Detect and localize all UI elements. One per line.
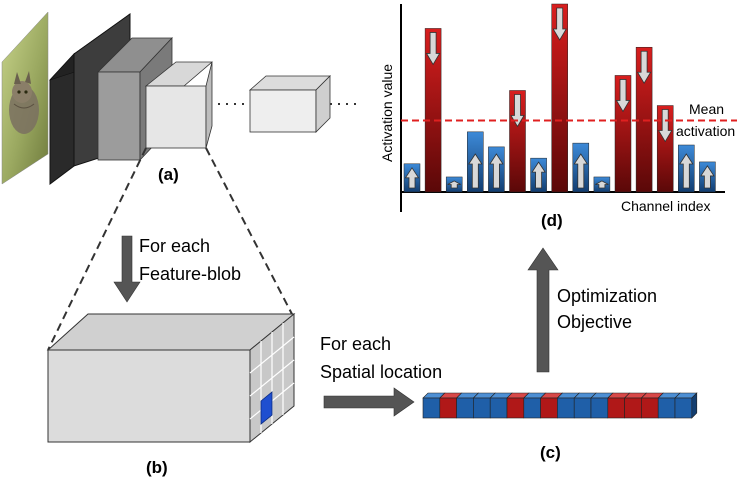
bar: [488, 146, 505, 193]
for-each-spatial-text-2: Spatial location: [320, 362, 442, 382]
arrow-down-icon: [657, 109, 673, 143]
arrow-down-icon: [636, 50, 652, 85]
arrow-up-icon: [489, 153, 504, 189]
vector-cell: [472, 392, 496, 419]
bar: [403, 163, 421, 193]
mean-label-2: activation: [676, 123, 735, 139]
spatial-location-cell: [260, 391, 273, 425]
arrow-up-icon: [595, 180, 609, 189]
label-c: (c): [540, 443, 561, 462]
for-each-feature-text-2: Feature-blob: [139, 264, 241, 284]
bar: [509, 90, 526, 193]
bar: [614, 75, 632, 193]
bar: [572, 142, 590, 193]
cnn-stack: [1, 11, 356, 185]
arrow-up-icon: [468, 153, 483, 189]
arrow-up-icon: [404, 167, 420, 189]
bar: [551, 3, 568, 193]
vector-cell: [455, 392, 480, 419]
feature-blob-arrow: [113, 235, 141, 303]
arrow-down-icon: [552, 7, 567, 41]
optimization-text-2: Objective: [557, 312, 632, 332]
for-each-spatial-text-1: For each: [320, 334, 391, 354]
for-each-feature-text-1: For each: [139, 236, 210, 256]
bar: [678, 144, 695, 193]
vector-cell: [489, 392, 513, 419]
bar: [656, 105, 674, 193]
mean-label-1: Mean: [689, 101, 724, 117]
zoom-lines: [47, 147, 295, 351]
bar: [445, 176, 463, 193]
activation-chart: Activation value Channel index Mean acti…: [379, 3, 737, 214]
label-a: (a): [158, 165, 179, 184]
arrow-up-icon: [679, 153, 694, 189]
arrow-up-icon: [573, 153, 589, 189]
optimization-text-1: Optimization: [557, 286, 657, 306]
bar: [424, 28, 442, 193]
label-b: (b): [146, 458, 168, 477]
optimization-arrow: [527, 247, 559, 373]
bar: [699, 161, 716, 193]
vector-cell: [422, 392, 446, 419]
arrow-down-icon: [615, 79, 631, 113]
spatial-location-arrow: [323, 387, 415, 417]
arrow-down-icon: [510, 94, 525, 128]
feature-blob: [46, 312, 296, 444]
label-d: (d): [541, 211, 563, 230]
bar: [467, 131, 484, 193]
arrow-up-icon: [447, 180, 461, 189]
activation-vector: [422, 392, 698, 419]
vector-cell: [506, 392, 530, 419]
vector-cell: [640, 392, 664, 419]
bar: [593, 176, 611, 193]
arrow-up-icon: [531, 161, 546, 189]
x-axis-label: Channel index: [621, 198, 711, 214]
arrow-up-icon: [700, 165, 715, 189]
bar: [530, 157, 547, 193]
arrow-down-icon: [425, 32, 441, 66]
vector-side-face: [691, 392, 698, 419]
y-axis-label: Activation value: [379, 64, 395, 162]
cat-photo-icon: [1, 11, 49, 185]
